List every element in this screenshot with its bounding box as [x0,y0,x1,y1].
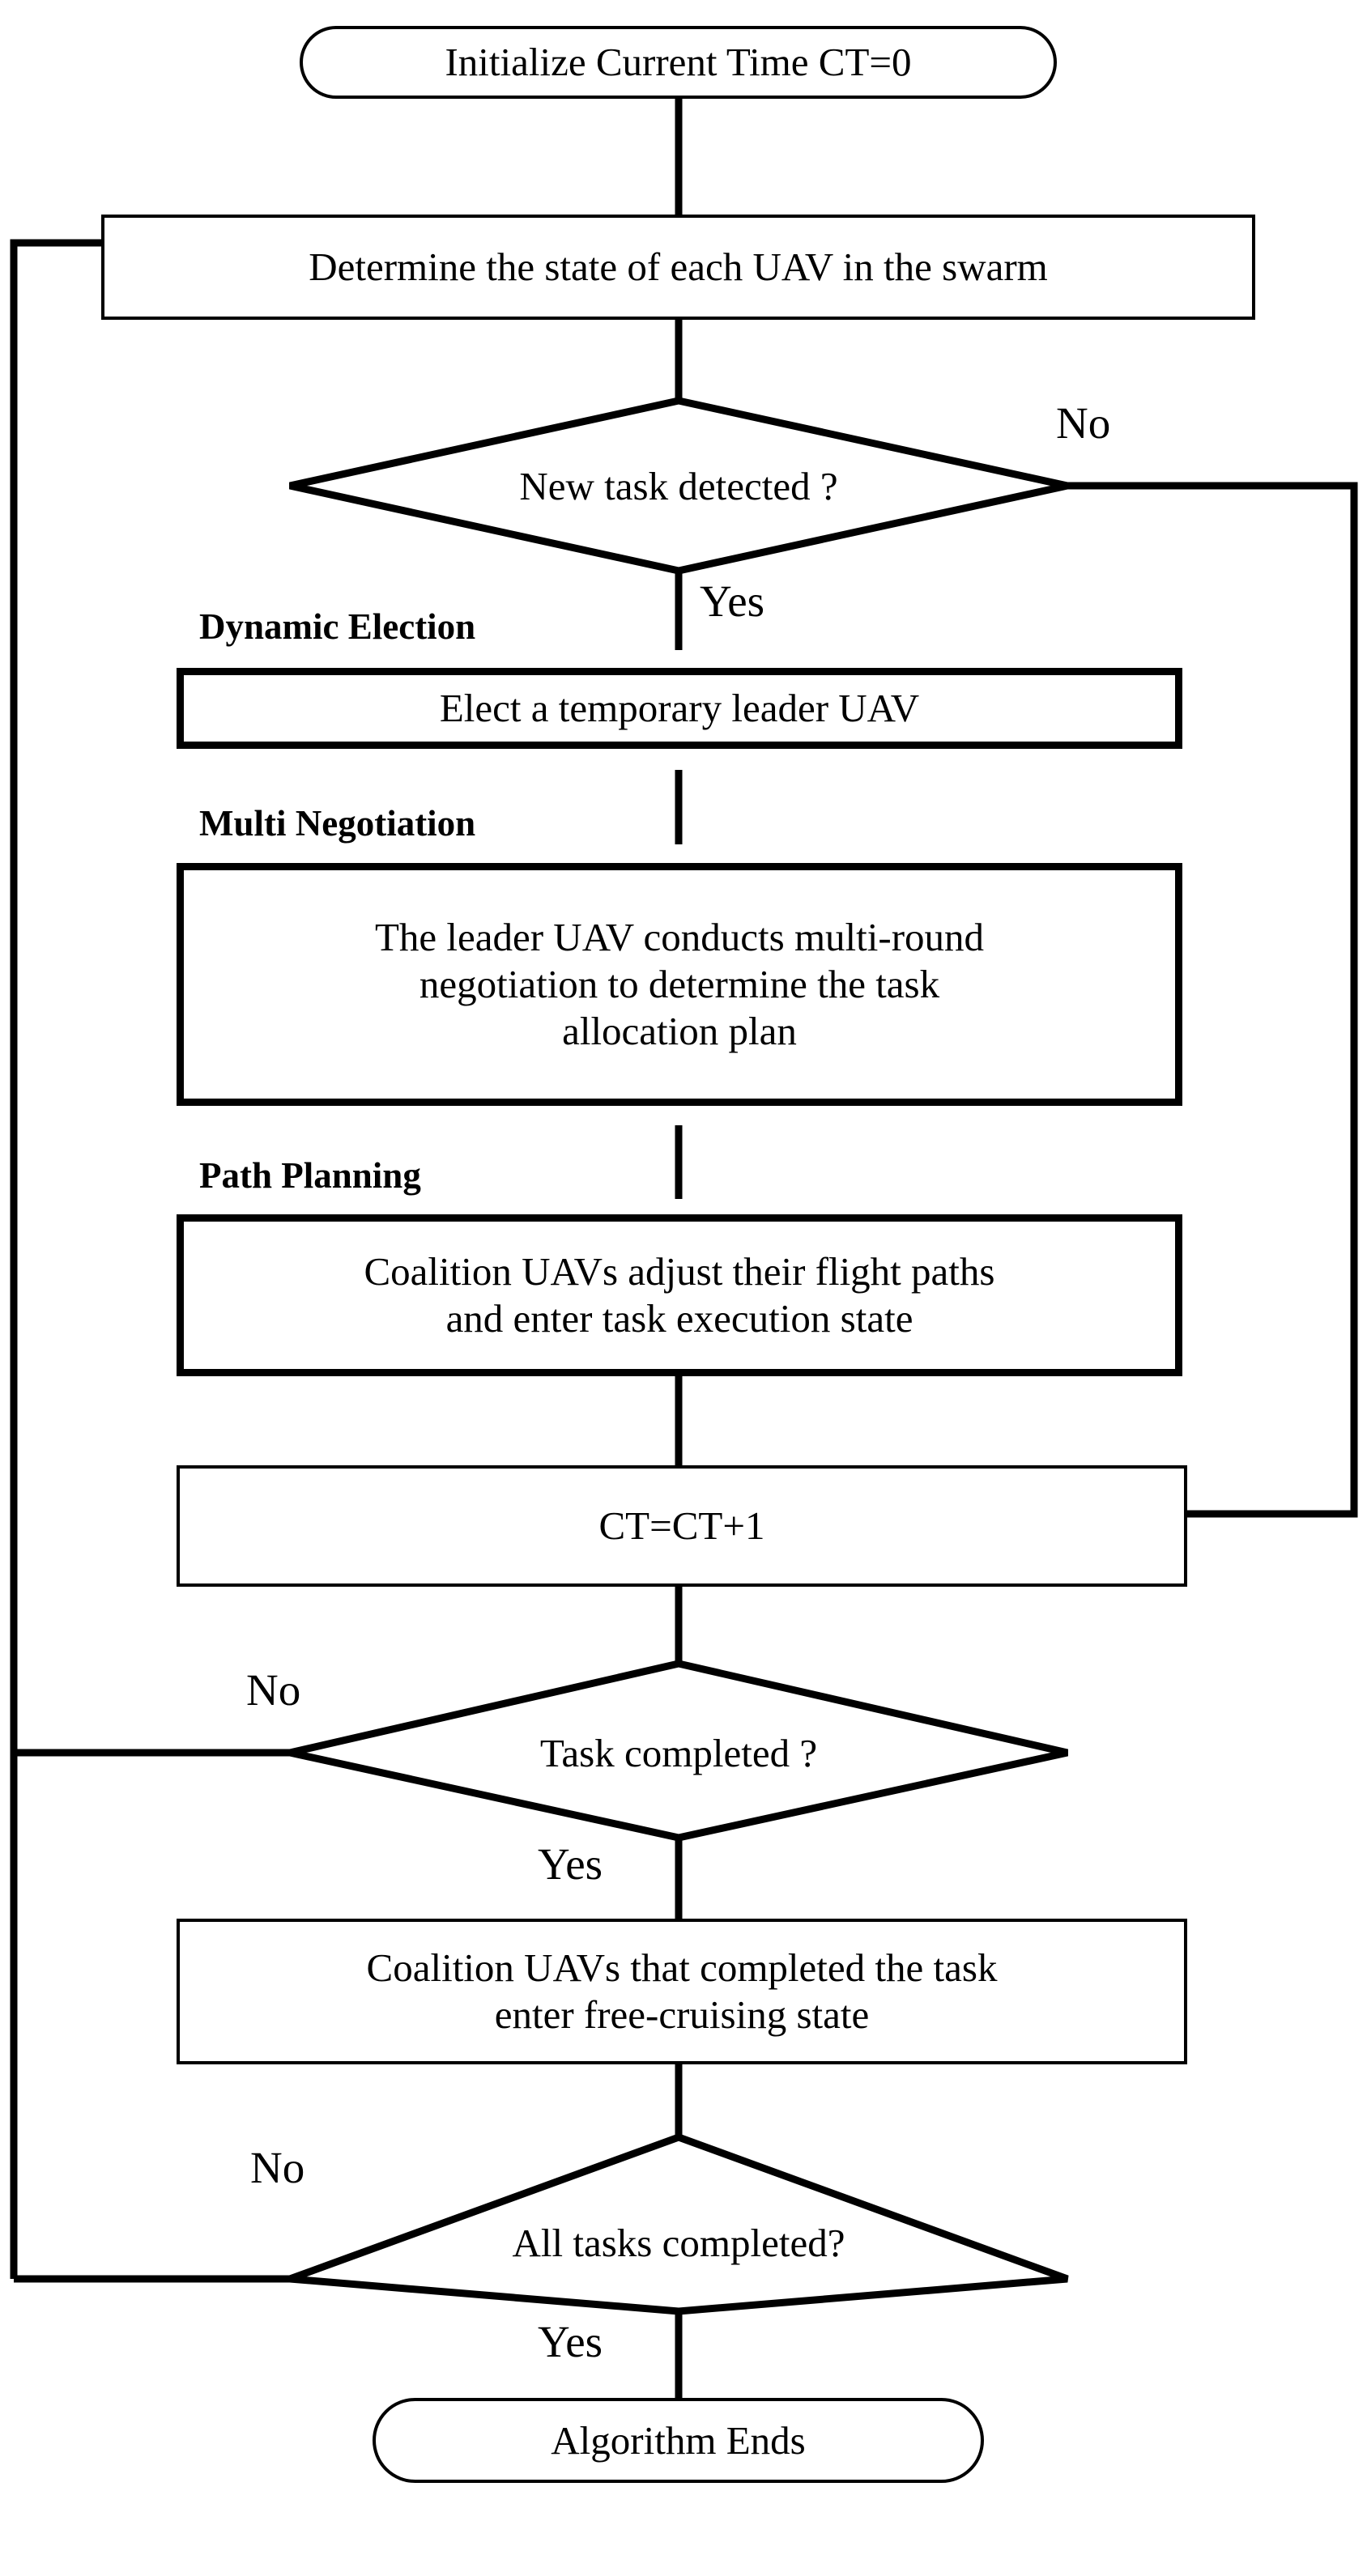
node-path-adjust[interactable]: Coalition UAVs adjust their flight paths… [177,1214,1182,1376]
node-start-label: Initialize Current Time CT=0 [445,40,912,85]
edge-label-new-task-yes: Yes [696,579,769,623]
node-free-cruising-line1: Coalition UAVs that completed the task [366,1945,998,1991]
node-path-adjust-line2: and enter task execution state [445,1296,913,1341]
edge-label-all-tasks-no: No [247,2145,309,2190]
edge-label-task-completed-no: No [243,1668,304,1712]
node-negotiation-line2: negotiation to determine the task [419,962,940,1007]
node-task-completed-decision[interactable]: Task completed ? [436,1728,922,1777]
section-label-path-planning: Path Planning [199,1155,421,1196]
section-label-dynamic-election: Dynamic Election [199,606,476,647]
decision-diamond-task-completed [288,1660,1069,1842]
node-negotiation[interactable]: The leader UAV conducts multi-round nego… [177,863,1182,1106]
edge-label-all-tasks-yes: Yes [534,2319,607,2364]
edge-label-task-completed-yes: Yes [534,1842,607,1886]
node-elect-leader-label: Elect a temporary leader UAV [439,686,920,731]
node-determine-state[interactable]: Determine the state of each UAV in the s… [101,215,1255,320]
node-elect-leader[interactable]: Elect a temporary leader UAV [177,668,1182,749]
section-label-multi-negotiation: Multi Negotiation [199,803,476,844]
node-end[interactable]: Algorithm Ends [373,2398,984,2483]
edge-label-new-task-no: No [1053,401,1114,445]
node-all-tasks-decision[interactable]: All tasks completed? [428,2218,930,2267]
node-free-cruising-line2: enter free-cruising state [494,1992,870,2037]
node-new-task-decision[interactable]: New task detected ? [395,461,962,510]
node-determine-state-label: Determine the state of each UAV in the s… [309,244,1048,290]
node-path-adjust-line1: Coalition UAVs adjust their flight paths [364,1249,995,1294]
node-end-label: Algorithm Ends [551,2417,806,2463]
node-negotiation-line1: The leader UAV conducts multi-round [374,915,985,960]
node-free-cruising[interactable]: Coalition UAVs that completed the task e… [177,1919,1187,2064]
node-increment-time[interactable]: CT=CT+1 [177,1465,1187,1587]
node-start[interactable]: Initialize Current Time CT=0 [300,26,1057,99]
decision-diamond-new-task [289,397,1068,575]
node-increment-time-label: CT=CT+1 [598,1503,765,1549]
node-new-task-decision-label: New task detected ? [519,463,838,508]
decision-diamond-all-tasks [288,2133,1069,2315]
node-task-completed-decision-label: Task completed ? [539,1730,818,1775]
node-all-tasks-decision-label: All tasks completed? [512,2220,845,2265]
node-negotiation-line3: allocation plan [562,1008,797,1053]
